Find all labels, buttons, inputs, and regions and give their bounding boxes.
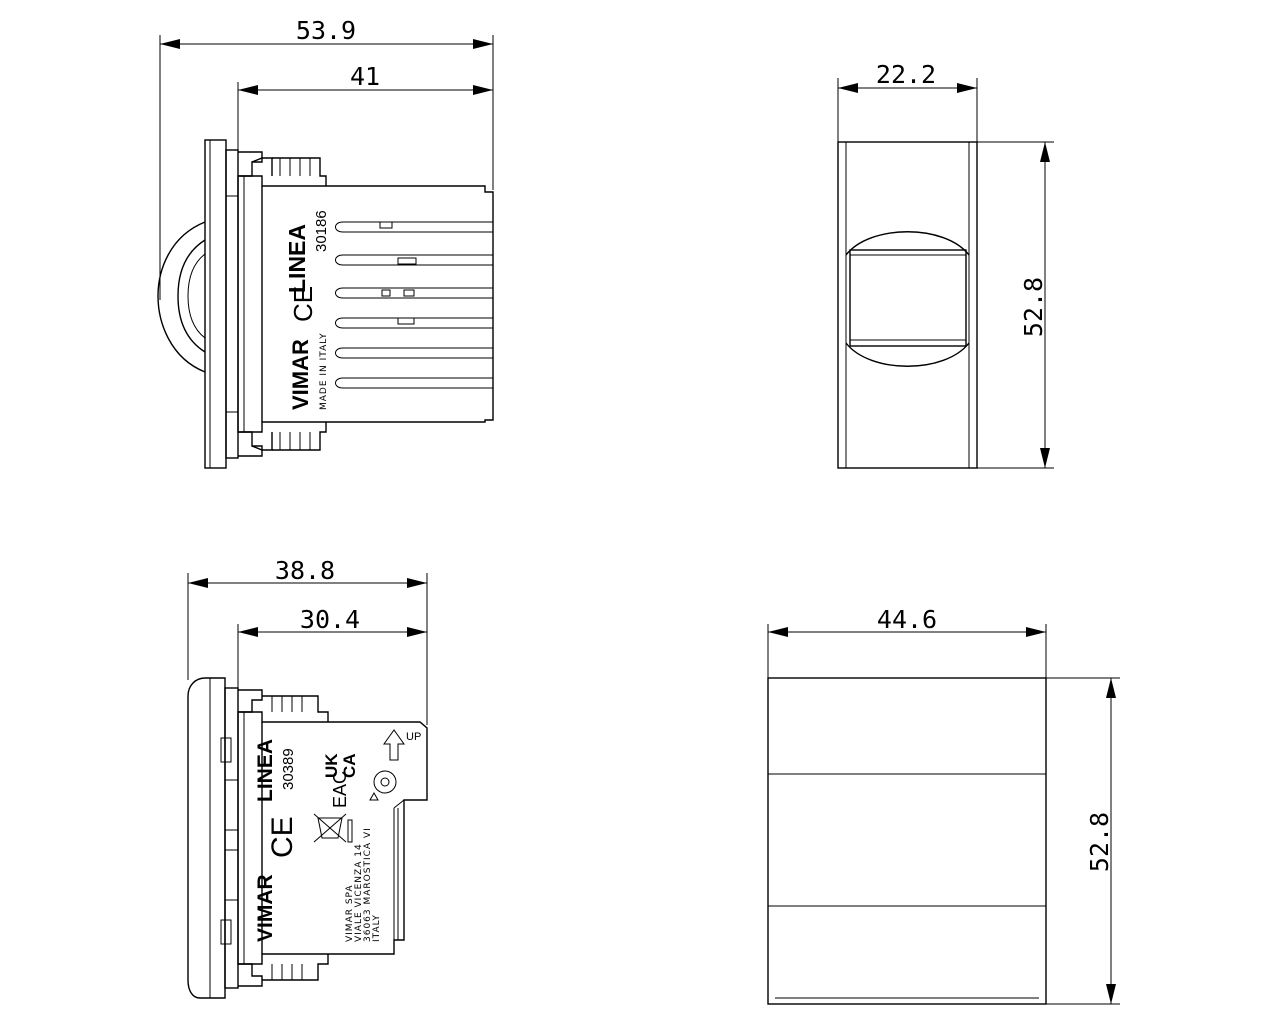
markings-30389: LINEA 30389 CE VIMAR UK CA EAC UP VIMAR …	[254, 731, 421, 942]
vent-ribs	[335, 221, 493, 389]
eac-mark: EAC	[330, 771, 350, 808]
brand-line-label: LINEA	[284, 224, 310, 293]
brand-logo: VIMAR	[254, 874, 277, 942]
dimension-label: 38.8	[275, 556, 335, 585]
dimension-label: 44.6	[877, 605, 937, 634]
front-view-30186: 22.2 52.8	[837, 60, 1054, 469]
dimension-width-bottom: 44.6	[767, 605, 1047, 678]
markings-30186: LINEA 30186 CE VIMAR MADE IN ITALY	[284, 210, 330, 410]
side-view-30186: 53.9 41	[157, 16, 494, 469]
ce-mark: CE	[266, 816, 299, 858]
origin-label: MADE IN ITALY	[319, 332, 329, 410]
brand-line-label: LINEA	[254, 739, 277, 802]
address-line-4: ITALY	[372, 914, 382, 942]
address-line-1: VIMAR SPA	[345, 884, 355, 942]
address-line-3: 36063 MAROSTICA VI	[363, 827, 373, 942]
brand-logo: VIMAR	[288, 339, 313, 410]
dimension-label: 53.9	[296, 16, 356, 45]
dimension-width-top: 22.2	[837, 60, 978, 142]
dimension-body-depth-top: 41	[237, 62, 493, 150]
dimension-label: 22.2	[876, 60, 936, 89]
ukca-mark-top: UK	[322, 753, 341, 778]
product-code-label: 30389	[280, 748, 297, 790]
ukca-mark-bottom: CA	[340, 753, 359, 778]
dimension-label: 30.4	[300, 605, 360, 634]
dimension-height-bottom: 52.8	[1046, 677, 1120, 1005]
dimension-overall-depth-top: 53.9	[159, 16, 494, 300]
dimension-label: 41	[350, 62, 380, 91]
dimension-overall-depth-bottom: 38.8	[187, 556, 428, 725]
dimension-height-top: 52.8	[977, 141, 1054, 469]
side-view-30389: 38.8 30.4	[187, 556, 428, 999]
front-view-30389: 44.6 52.8	[767, 605, 1120, 1005]
product-code-label: 30186	[313, 210, 330, 252]
dimension-label: 52.8	[1085, 812, 1114, 872]
ce-mark: CE	[288, 286, 318, 322]
dimension-body-depth-bottom: 30.4	[237, 605, 427, 690]
address-line-2: VIALE VICENZA 14	[354, 843, 364, 942]
up-label: UP	[406, 731, 421, 743]
dimension-label: 52.8	[1019, 277, 1048, 337]
